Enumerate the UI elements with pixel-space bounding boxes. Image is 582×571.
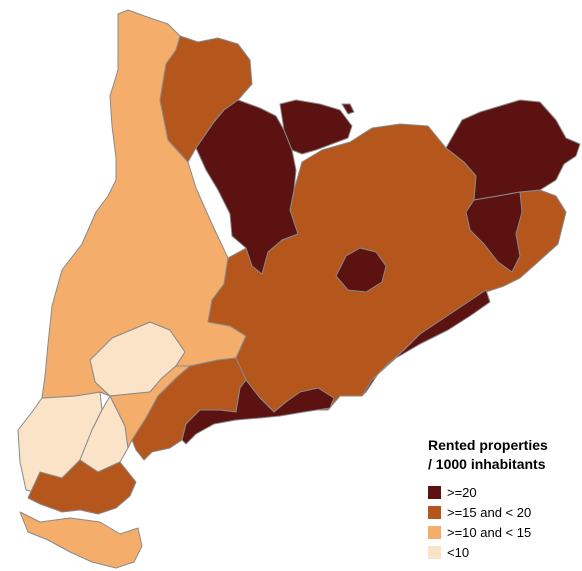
legend-label-gte20: >=20 [447, 485, 477, 500]
legend-swatch-lt10 [428, 546, 441, 559]
class-10-15-regions [19, 9, 247, 569]
legend-swatch-10-15 [428, 526, 441, 539]
map-legend: Rented properties / 1000 inhabitants >=2… [428, 436, 578, 564]
legend-item-lt10: <10 [428, 544, 578, 561]
class-lt10-regions [17, 321, 186, 495]
class-gte20-regions [181, 99, 581, 445]
legend-item-gte20: >=20 [428, 484, 578, 501]
legend-swatch-gte20 [428, 486, 441, 499]
region [195, 99, 299, 275]
legend-title-line2: / 1000 inhabitants [428, 456, 546, 472]
legend-swatch-15-20 [428, 506, 441, 519]
legend-item-10-15: >=10 and < 15 [428, 524, 578, 541]
region [27, 459, 137, 515]
legend-item-15-20: >=15 and < 20 [428, 504, 578, 521]
region [279, 99, 353, 155]
region [335, 247, 387, 293]
legend-title: Rented properties / 1000 inhabitants [428, 436, 578, 474]
legend-title-line1: Rented properties [428, 437, 548, 453]
legend-label-15-20: >=15 and < 20 [447, 505, 532, 520]
region [341, 103, 355, 115]
region [361, 289, 491, 397]
region [181, 379, 335, 445]
class-15-20-regions [27, 35, 567, 515]
legend-label-10-15: >=10 and < 15 [447, 525, 532, 540]
legend-label-lt10: <10 [447, 545, 470, 560]
region [19, 511, 143, 569]
region [465, 191, 523, 273]
